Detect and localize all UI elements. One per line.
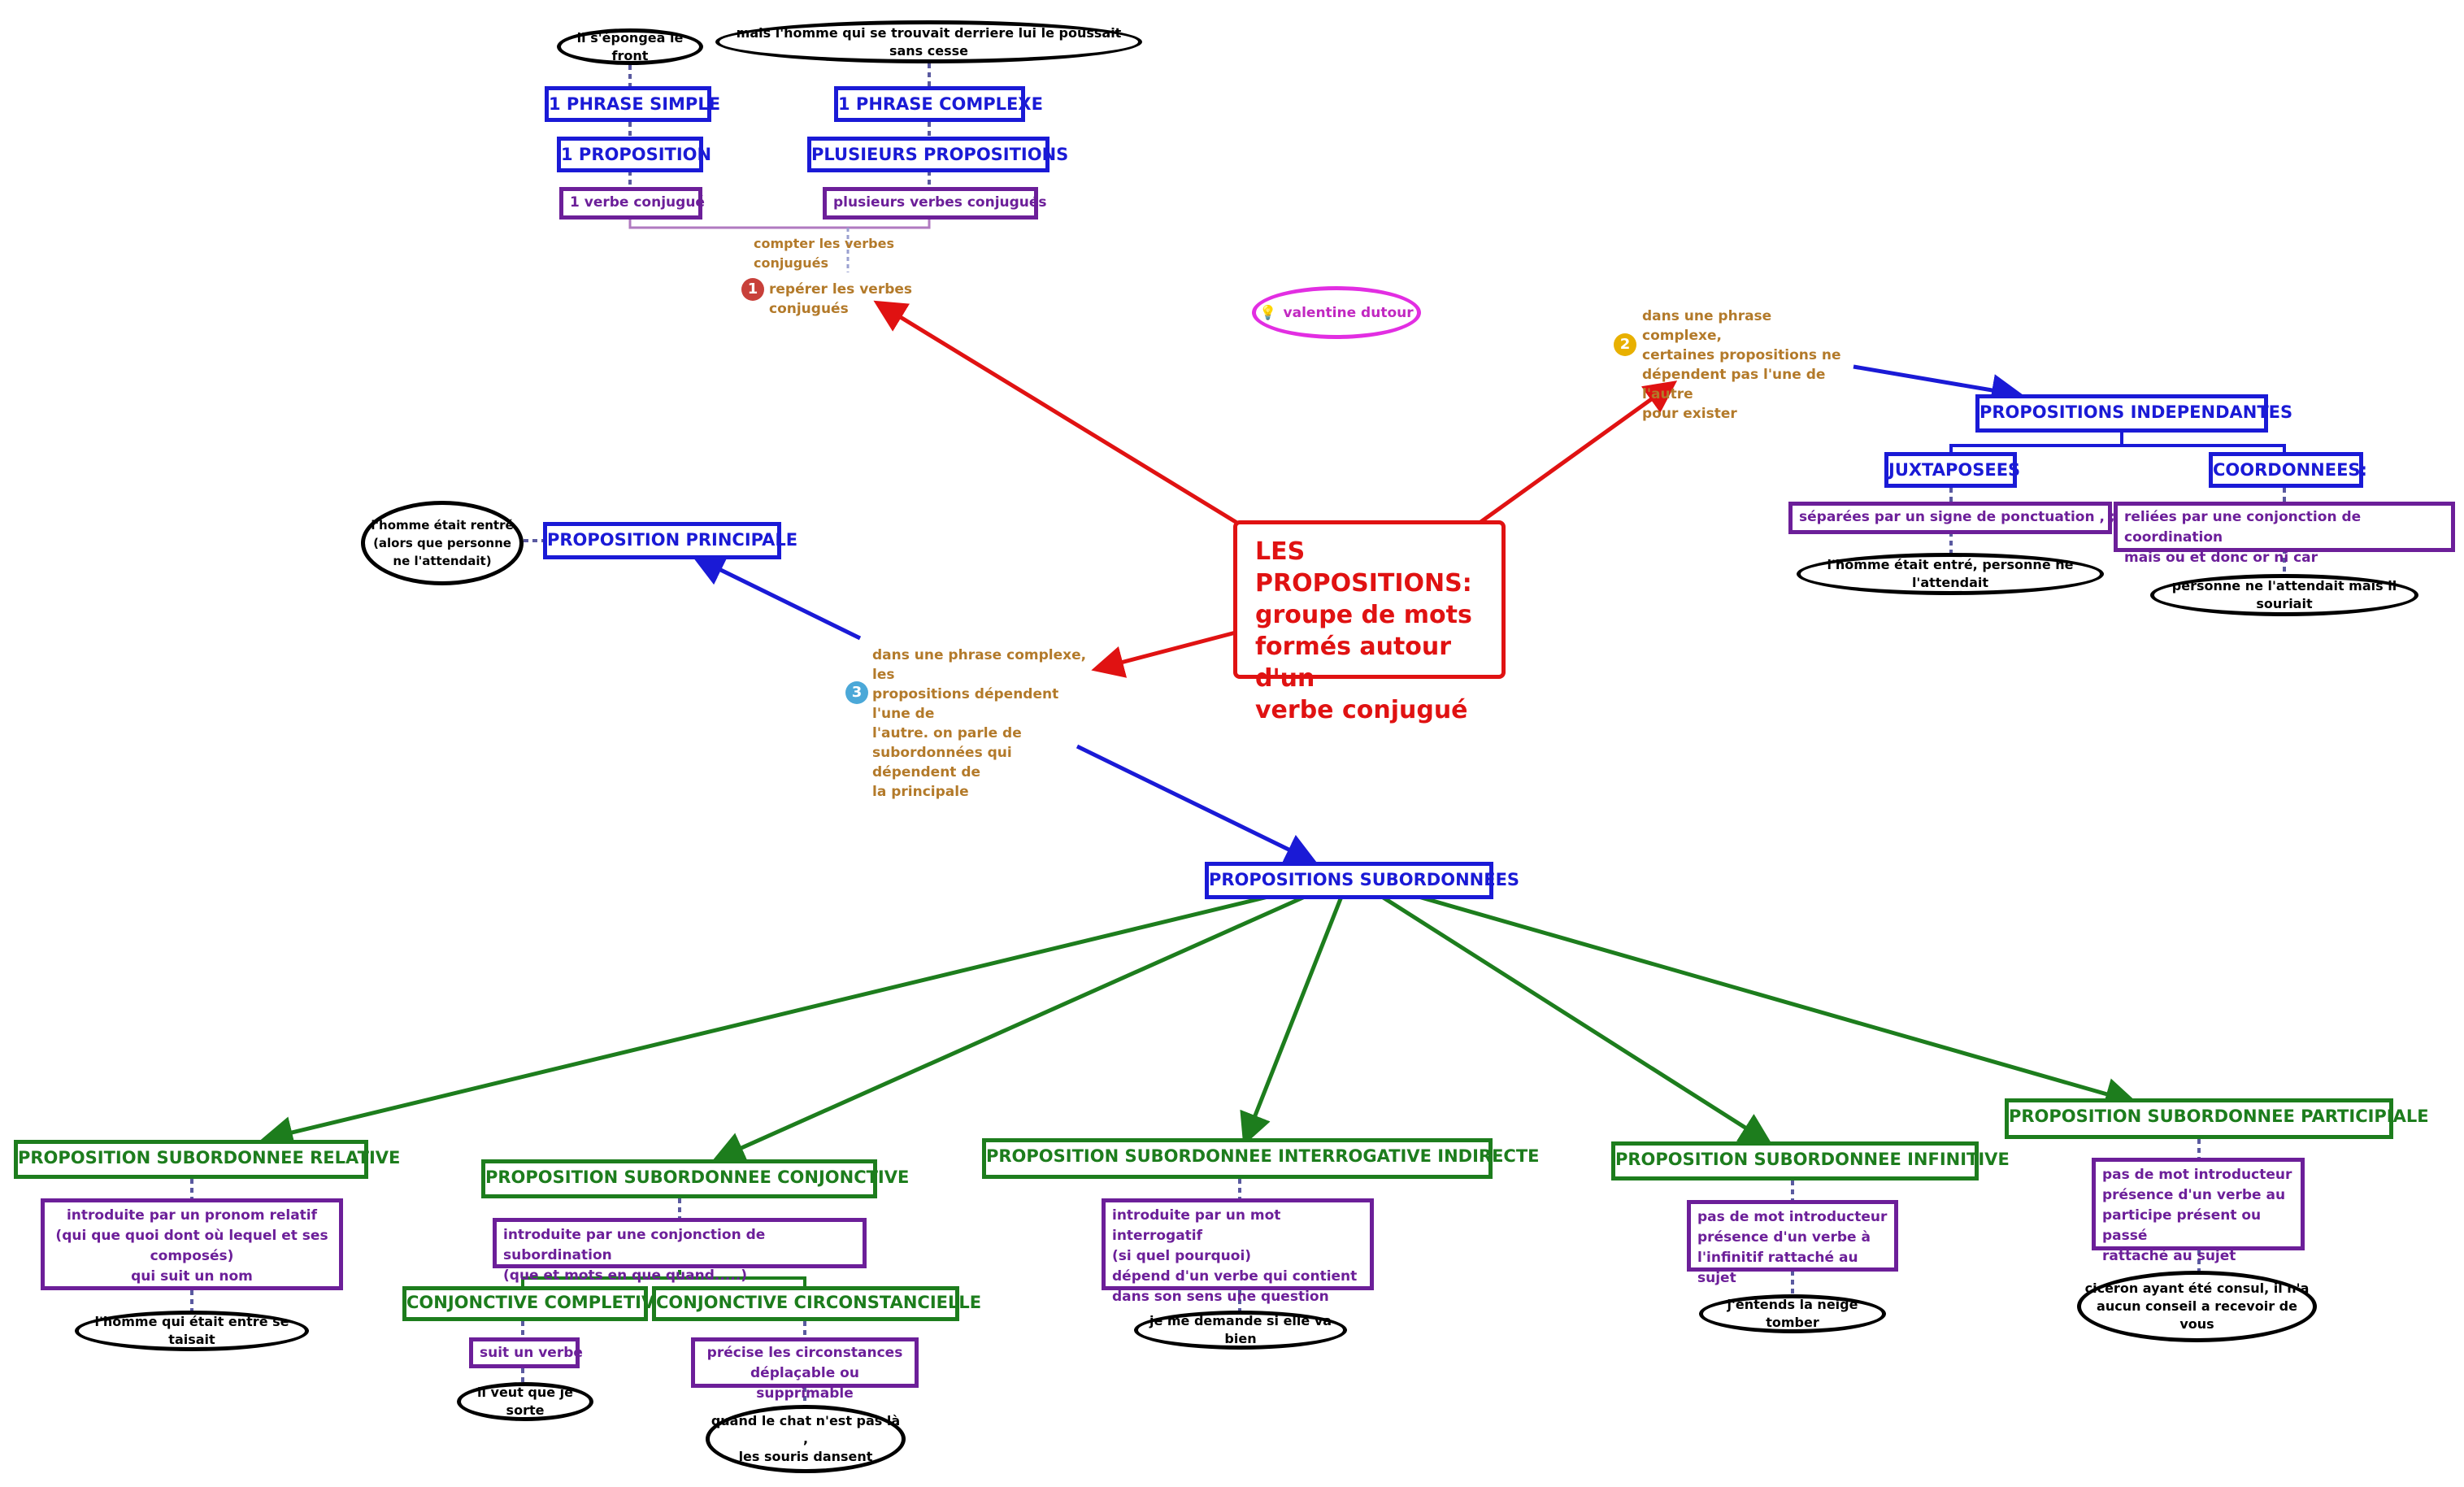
arrow-to-conjonctive xyxy=(711,894,1306,1163)
dependent-explanation[interactable]: dans une phrase complexe, les propositio… xyxy=(872,647,1087,800)
completive-description[interactable]: suit un verbe xyxy=(469,1337,583,1368)
arrow-to-relative xyxy=(260,894,1269,1149)
arrow-to-branch2 xyxy=(1478,380,1678,525)
independent-explanation[interactable]: dans une phrase complexe, certaines prop… xyxy=(1642,308,1841,422)
arrow-to-subordonnees xyxy=(1076,744,1318,864)
coordinated-node[interactable]: COORDONNEES: xyxy=(2209,452,2367,488)
simple-phrase-node[interactable]: 1 PHRASE SIMPLE xyxy=(545,86,720,122)
conjunctive-clause-node[interactable]: PROPOSITION SUBORDONNEE CONJONCTIVE xyxy=(481,1159,909,1198)
participial-description[interactable]: pas de mot introducteur présence d'un ve… xyxy=(2092,1158,2305,1264)
simple-phrase-example[interactable]: il s'épongea le front xyxy=(557,28,703,65)
count-verbs-label: compter les verbes conjugués xyxy=(754,236,894,271)
infinitive-example[interactable]: j'entends la neige tomber xyxy=(1699,1294,1886,1333)
independent-propositions-node[interactable]: PROPOSITIONS INDEPENDANTES xyxy=(1975,394,2292,433)
interrogative-example[interactable]: je me demande si elle va bien xyxy=(1134,1311,1347,1350)
coordinated-description[interactable]: reliées par une conjonction de coordinat… xyxy=(2114,502,2455,566)
subordinate-propositions-node[interactable]: PROPOSITIONS SUBORDONNEES xyxy=(1205,862,1519,899)
arrow-to-participiale xyxy=(1418,894,2138,1110)
circumstantial-node[interactable]: CONJONCTIVE CIRCONSTANCIELLE xyxy=(652,1286,981,1321)
conjunctive-description[interactable]: introduite par une conjonction de subord… xyxy=(493,1218,867,1284)
relative-description[interactable]: introduite par un pronom relatif (qui qu… xyxy=(41,1198,343,1290)
find-verbs-label[interactable]: repérer les verbes conjugués xyxy=(769,281,913,317)
step-1-badge: 1 xyxy=(741,278,764,301)
author-callout[interactable]: 💡 valentine dutour xyxy=(1252,286,1421,339)
infinitive-description[interactable]: pas de mot introducteur présence d'un ve… xyxy=(1687,1200,1898,1286)
single-verb-node[interactable]: 1 verbe conjugué xyxy=(559,187,705,220)
interrogative-clause-node[interactable]: PROPOSITION SUBORDONNEE INTERROGATIVE IN… xyxy=(982,1138,1540,1179)
central-topic[interactable]: LES PROPOSITIONS: groupe de mots formés … xyxy=(1233,520,1506,724)
participial-clause-node[interactable]: PROPOSITION SUBORDONNEE PARTICIPIALE xyxy=(2005,1098,2429,1139)
complex-phrase-node[interactable]: 1 PHRASE COMPLEXE xyxy=(834,86,1043,122)
infinitive-clause-node[interactable]: PROPOSITION SUBORDONNEE INFINITIVE xyxy=(1611,1141,2010,1180)
juxtaposed-node[interactable]: JUXTAPOSEES xyxy=(1884,452,2020,488)
arrow-to-interrogative xyxy=(1240,896,1344,1146)
interrogative-description[interactable]: introduite par un mot interrogatif (si q… xyxy=(1102,1198,1374,1305)
relative-example[interactable]: l'homme qui était entré se taisait xyxy=(75,1311,309,1351)
completive-node[interactable]: CONJONCTIVE COMPLETIVE xyxy=(402,1286,667,1321)
lightbulb-icon: 💡 xyxy=(1259,304,1277,321)
participial-example[interactable]: cicéron ayant été consul, il n'a aucun c… xyxy=(2077,1271,2317,1342)
arrow-to-branch3 xyxy=(1091,630,1236,678)
arrow-to-principale xyxy=(692,555,862,641)
step-3-badge: 3 xyxy=(845,681,868,704)
circumstantial-example[interactable]: quand le chat n'est pas là , les souris … xyxy=(706,1405,906,1473)
arrow-to-branch1 xyxy=(873,300,1241,527)
coordinated-example[interactable]: personne ne l'attendait mais il souriait xyxy=(2150,574,2418,616)
relative-clause-node[interactable]: PROPOSITION SUBORDONNEE RELATIVE xyxy=(14,1140,400,1179)
arrow-to-infinitive xyxy=(1380,894,1773,1146)
juxtaposed-description[interactable]: séparées par un signe de ponctuation , ;… xyxy=(1788,502,2125,534)
completive-example[interactable]: il veut que je sorte xyxy=(457,1382,593,1421)
multiple-propositions-node[interactable]: PLUSIEURS PROPOSITIONS xyxy=(807,137,1068,172)
single-proposition-node[interactable]: 1 PROPOSITION xyxy=(557,137,711,172)
main-clause-node[interactable]: PROPOSITION PRINCIPALE xyxy=(543,522,797,559)
multiple-verbs-node[interactable]: plusieurs verbes conjugués xyxy=(823,187,1047,220)
complex-phrase-example[interactable]: mais l'homme qui se trouvait derriere lu… xyxy=(715,20,1142,63)
juxtaposed-example[interactable]: l'homme était entré, personne ne l'atten… xyxy=(1797,553,2104,595)
step-2-badge: 2 xyxy=(1614,333,1636,356)
main-clause-example[interactable]: l'homme était rentré (alors que personne… xyxy=(361,501,524,585)
circumstantial-description[interactable]: précise les circonstances déplaçable ou … xyxy=(691,1337,919,1402)
arrow-to-independantes xyxy=(1853,364,2024,407)
author-name: valentine dutour xyxy=(1283,304,1414,321)
